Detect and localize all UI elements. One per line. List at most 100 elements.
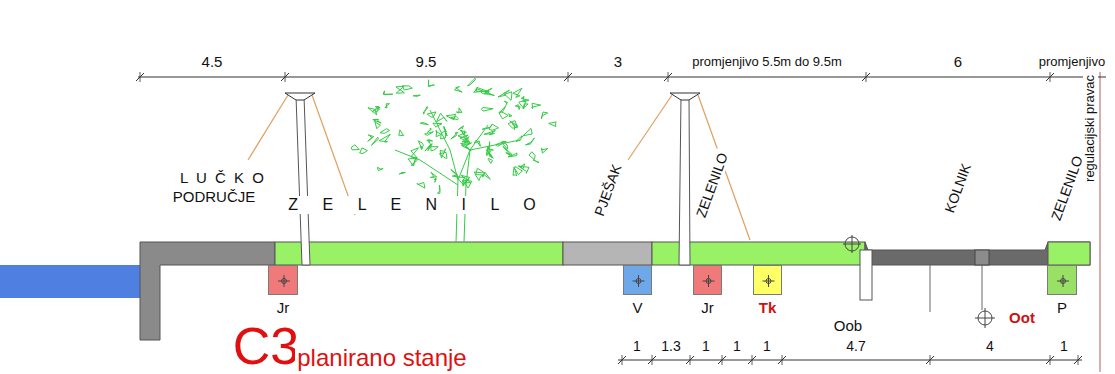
- bottom-dimension-line: [618, 355, 1082, 365]
- green-strip: [1048, 242, 1090, 265]
- leaf: [516, 136, 522, 142]
- leaf: [377, 167, 383, 171]
- leaf: [474, 168, 485, 174]
- leaf: [428, 128, 432, 132]
- leaf: [446, 114, 455, 120]
- leaf: [413, 95, 420, 96]
- zone-name: PODRUČJE: [171, 188, 258, 205]
- box-label: Tk: [753, 299, 782, 316]
- utility-box: P: [1047, 265, 1077, 316]
- leaf: [549, 122, 557, 127]
- leaf: [360, 148, 368, 154]
- leaf: [468, 78, 476, 86]
- leaf: [483, 172, 491, 179]
- road-channel: [975, 250, 989, 265]
- dimension: 1: [700, 338, 712, 354]
- leaf: [523, 104, 528, 109]
- leaf: [508, 121, 517, 129]
- dimension: 4.7: [844, 338, 867, 354]
- leaf: [498, 90, 509, 97]
- green-strip: [275, 242, 563, 265]
- utility-box: Tk: [753, 265, 782, 316]
- dimension: 4: [984, 338, 996, 354]
- leaf: [433, 123, 442, 127]
- dimension: 1: [1058, 338, 1070, 354]
- dimension: promjenjivo 5.5m do 9.5m: [690, 55, 844, 70]
- symbol-label: Oot: [1007, 309, 1037, 326]
- leaf: [489, 142, 494, 150]
- water: [0, 265, 142, 298]
- leaf: [462, 137, 469, 143]
- leaf: [508, 114, 512, 117]
- regulation-label: regulacijski pravac: [1083, 73, 1098, 184]
- leaf: [436, 131, 442, 137]
- road: [865, 242, 1090, 265]
- leaf: [368, 135, 374, 141]
- box-label: P: [1047, 299, 1077, 316]
- tree: [351, 78, 556, 242]
- leaf: [427, 140, 433, 144]
- leaf: [513, 88, 522, 97]
- leaf: [519, 164, 525, 169]
- leaf: [489, 124, 499, 130]
- zone-name: KOLNIK: [941, 159, 975, 217]
- leaf: [462, 143, 472, 151]
- leaf: [428, 80, 434, 87]
- zone-name: Z E L E N I L O: [286, 196, 537, 214]
- leaf: [411, 148, 419, 158]
- leaf: [475, 175, 483, 181]
- utility-duct: [1047, 265, 1077, 295]
- leaf: [434, 178, 436, 182]
- leaf: [476, 87, 487, 91]
- leaf: [427, 112, 436, 117]
- dimension: 6: [952, 53, 964, 70]
- leaf: [438, 185, 441, 193]
- leaf: [456, 108, 462, 113]
- leaf: [521, 96, 529, 102]
- leaf: [423, 107, 428, 115]
- leaf: [542, 148, 548, 153]
- leaf: [541, 112, 547, 119]
- dimension: promjenjivo: [1037, 55, 1107, 70]
- dimension: 1.3: [659, 338, 682, 354]
- leaf: [383, 91, 393, 95]
- lamp-pole: [628, 93, 750, 265]
- symbol-label: Oob: [832, 317, 864, 334]
- cross-mark: [624, 266, 653, 296]
- utility-box: V: [623, 265, 652, 316]
- leaf: [484, 88, 494, 95]
- leaf: [455, 87, 463, 93]
- leaf: [439, 152, 447, 158]
- leaf: [504, 101, 507, 105]
- leaf: [402, 86, 412, 90]
- leaf: [526, 138, 535, 145]
- leaf: [351, 145, 359, 150]
- leaf: [513, 167, 517, 176]
- inspection-shaft-symbol: [843, 235, 872, 300]
- leaf: [368, 108, 377, 115]
- leaf: [417, 183, 425, 189]
- leaf: [474, 140, 480, 146]
- cross-mark: [1048, 266, 1078, 296]
- dimension: 9.5: [414, 53, 439, 70]
- zone-name: ZELENILO: [1047, 152, 1087, 225]
- leaf: [441, 131, 446, 139]
- leaf: [486, 147, 490, 156]
- leaf: [488, 159, 492, 164]
- leaf: [510, 121, 518, 128]
- leaf: [457, 177, 465, 186]
- leaf: [532, 103, 541, 108]
- leaf: [462, 131, 465, 136]
- section-title: planirano stanje: [295, 344, 468, 372]
- sidewalk: [563, 242, 652, 265]
- leaf: [374, 121, 380, 129]
- leaf: [482, 108, 494, 112]
- utility-box: Jr: [693, 265, 722, 316]
- section-code: C3: [231, 320, 301, 372]
- leaf: [461, 143, 470, 148]
- dimension: 3: [612, 53, 624, 70]
- box-label: Jr: [268, 299, 298, 316]
- leaf: [431, 147, 438, 151]
- leaf: [380, 129, 390, 134]
